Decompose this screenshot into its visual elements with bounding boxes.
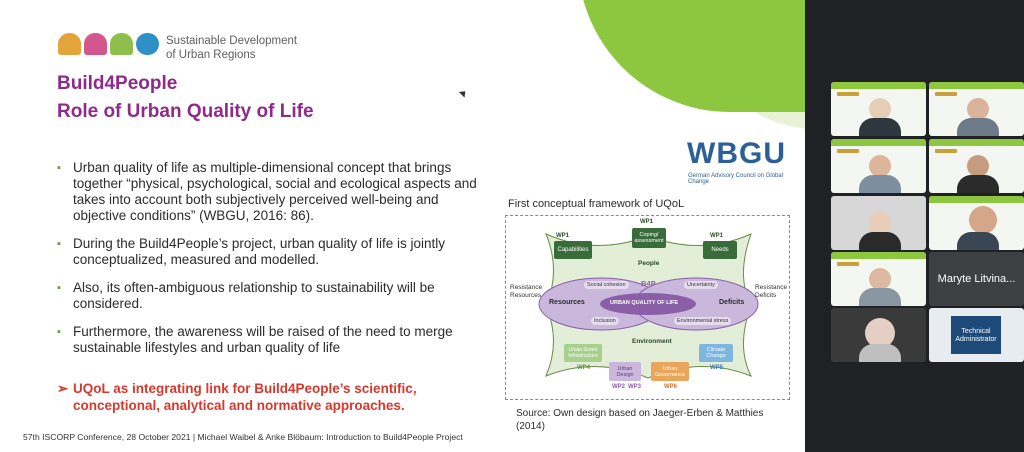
participant-name-tile[interactable]: Maryte Litvina...	[929, 252, 1024, 306]
resources-label: Resources	[549, 299, 585, 306]
presentation-slide: Sustainable Development of Urban Regions…	[0, 0, 805, 452]
wp-label: WP2	[612, 384, 626, 390]
urban-design-box: Urban Design	[609, 362, 641, 381]
participant-tile[interactable]	[929, 139, 1024, 193]
people-label: People	[638, 260, 660, 267]
slide-title: Build4People	[57, 73, 178, 94]
bullet-item: During the Build4People’s project, urban…	[57, 236, 493, 268]
sufe-logo	[58, 33, 159, 59]
bullet-item: Furthermore, the awareness will be raise…	[57, 324, 493, 356]
wp-label: WP1	[710, 233, 724, 239]
inclusion-label: Inclusion	[591, 317, 619, 325]
urban-governance-box: Urban Governance	[651, 362, 689, 381]
urban-green-box: Urban Green Infrastructure	[564, 344, 602, 362]
env-stress-label: Environmental stress	[674, 317, 732, 325]
brand-text: Sustainable Development of Urban Regions	[166, 35, 298, 61]
participant-tile[interactable]	[929, 196, 1024, 250]
slide-subtitle: Role of Urban Quality of Life	[57, 101, 314, 122]
uqol-label: URBAN QUALITY OF LIFE	[610, 300, 679, 306]
arrow-icon: ➢	[57, 381, 69, 396]
wp-label: WP1	[556, 233, 570, 239]
admin-label: Technical Administrator	[951, 316, 1001, 354]
needs-box: Needs	[703, 241, 737, 259]
participant-tile[interactable]	[831, 82, 926, 136]
framework-title: First conceptual framework of UQoL	[508, 198, 685, 210]
coping-box: Coping/ assessment	[632, 228, 666, 248]
participant-tile[interactable]	[831, 139, 926, 193]
participant-tile[interactable]	[929, 82, 1024, 136]
participants-panel: Maryte Litvina... Technical Administrato…	[805, 0, 1024, 452]
uqol-ellipse	[600, 293, 696, 315]
social-cohesion-label: Social cohesion	[584, 281, 629, 289]
resistance-resources-label: Resistance Resources	[510, 284, 543, 299]
resistance-deficits-label: Resistance Deficits	[755, 284, 788, 299]
wp-label: WP1	[640, 219, 654, 225]
decorative-blob-green	[578, 0, 805, 112]
framework-diagram: WP1 Capabilities WP1 Coping/ assessment …	[505, 215, 790, 400]
wp-label: WP6	[664, 384, 678, 390]
wp-label: WP4	[577, 365, 591, 371]
wp-label: WP5	[710, 365, 724, 371]
mouse-cursor-icon	[458, 88, 469, 98]
bullet-item: Urban quality of life as multiple-dimens…	[57, 160, 493, 224]
wbgu-subtitle: German Advisory Council on Global Change	[688, 173, 784, 185]
source-note: Source: Own design based on Jaeger-Erben…	[516, 408, 764, 432]
bullet-item: Also, its often-ambiguous relationship t…	[57, 280, 493, 312]
capabilities-box: Capabilities	[554, 241, 592, 259]
participant-tile[interactable]	[831, 252, 926, 306]
deficits-label: Deficits	[719, 299, 745, 306]
slide-footer: 57th ISCORP Conference, 28 October 2021 …	[23, 432, 463, 442]
b4p-label: B4P	[641, 279, 656, 288]
bullet-list: Urban quality of life as multiple-dimens…	[57, 160, 493, 368]
admin-tile[interactable]: Technical Administrator	[929, 308, 1024, 362]
highlight-label: UQoL as integrating link for Build4Peopl…	[73, 381, 417, 413]
participant-tile[interactable]	[831, 196, 926, 250]
climate-change-box: Climate Change	[699, 344, 733, 362]
participant-tile[interactable]	[831, 308, 926, 362]
participant-name: Maryte Litvina...	[937, 273, 1016, 285]
environment-label: Environment	[632, 338, 672, 345]
uncertainty-label: Uncertainty	[684, 281, 718, 289]
wp-label: WP3	[628, 384, 642, 390]
wbgu-logo: WBGU	[687, 137, 786, 170]
highlight-text: ➢ UQoL as integrating link for Build4Peo…	[57, 380, 497, 414]
